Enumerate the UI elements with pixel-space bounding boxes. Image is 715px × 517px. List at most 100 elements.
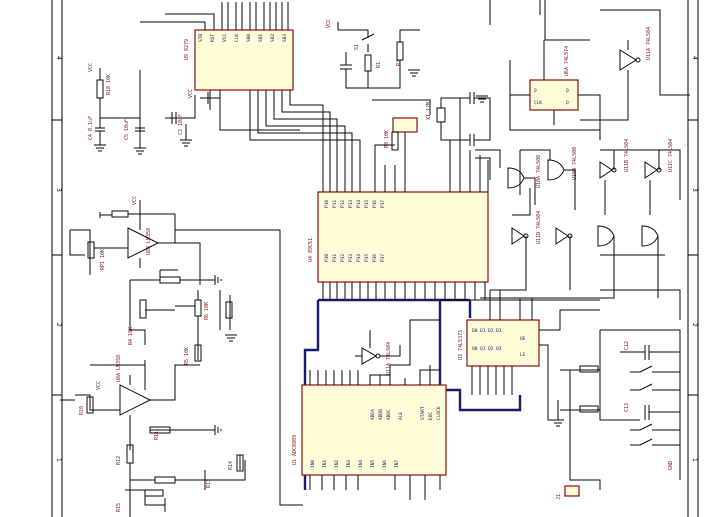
analog-to-mcu-wire <box>175 229 303 506</box>
mcu-pl-1: P11 <box>332 200 338 208</box>
c12-label: C12 <box>624 341 630 350</box>
sheet-frame: 4 3 2 1 4 3 2 1 <box>51 0 699 517</box>
latch-q2: Q2 <box>488 346 494 352</box>
disp-pin-5: SB1 <box>258 34 264 42</box>
mcu-pl-3: P13 <box>348 200 354 208</box>
power-decoupling: VCC R18 10K C4 0.1uF C5 10uF C3 10uF VCC <box>88 63 220 155</box>
r3-label: R3 10K <box>384 130 390 148</box>
latch-q3: Q3 <box>496 346 502 352</box>
adc-pin-1: IN1 <box>322 460 328 468</box>
latch-d0: D0 <box>472 328 478 334</box>
reset-circuit: VCC S1 R1 R2 R3 10K <box>326 19 431 165</box>
disp-pin-6: SB2 <box>270 34 276 42</box>
adc-pin-0: IN0 <box>310 460 316 468</box>
ff-pin-clk: CLK <box>534 100 542 106</box>
adc-pin-addc: ADDC <box>386 409 392 420</box>
latch-d1: D1 <box>480 328 486 334</box>
opamp1-name: U8B LM358 <box>146 228 152 255</box>
adc-pin-7: IN7 <box>394 460 400 468</box>
disp-pin-0: STB <box>198 34 204 42</box>
ff-pin-q: Q <box>566 88 569 94</box>
r6-label: R6 10K <box>204 302 210 320</box>
switch-cap-block: C12 C13 J1 GND <box>552 329 681 500</box>
crystal-oscillator: X1 12M <box>426 92 491 192</box>
crystal-name: X1 12M <box>426 102 432 120</box>
c13-label: C13 <box>624 403 630 412</box>
adc-pin-clock: CLOCK <box>436 406 442 420</box>
r10-label: R10 <box>79 406 85 415</box>
mcu-pr-1: P31 <box>332 254 338 262</box>
mcu-pr-0: P30 <box>324 254 330 262</box>
inv2-label: U11B 74LS04 <box>624 139 630 172</box>
flipflop-name: U6A 74LS74 <box>564 46 570 76</box>
r13-label: R13 <box>206 479 212 488</box>
opamp2-name: U8A LM358 <box>116 355 122 382</box>
zone-right-2: 2 <box>691 323 698 327</box>
mcu-block: U4 89C51 P10 P11 P12 P13 P14 P15 P16 P17… <box>308 150 489 300</box>
latch-oe: OE <box>520 336 526 342</box>
r11-label: R11 <box>154 431 160 440</box>
disp-pin-7: SB3 <box>282 34 288 42</box>
vcc-label-left: VCC <box>88 63 94 72</box>
latch-q0: Q0 <box>472 346 478 352</box>
latch-q1: Q1 <box>480 346 486 352</box>
disp-pin-3: CLK <box>234 34 240 42</box>
disp-pin-4: SB0 <box>246 34 252 42</box>
latch-le: LE <box>520 352 526 358</box>
mcu-pl-5: P15 <box>364 200 370 208</box>
disp-pin-1: RST <box>210 34 216 42</box>
r12-label: R12 <box>116 456 122 465</box>
zone-right-3: 3 <box>691 188 698 192</box>
mcu-pr-5: P35 <box>364 254 370 262</box>
ff-pin-qn: Q <box>566 100 569 106</box>
adc-inverter: U11A 74LS04 <box>355 330 401 375</box>
r1-label: R1 <box>376 62 382 68</box>
latch-name: U3 74LS373 <box>458 330 464 360</box>
vcc-label-mid: VCC <box>188 89 194 98</box>
r15-label: R15 <box>116 503 122 512</box>
r-top-label: R18 10K <box>106 74 112 95</box>
adc-name: U1 ADC0809 <box>292 435 298 465</box>
out-label: J1 <box>556 494 562 500</box>
nand2-label: U10B 74LS00 <box>572 147 578 180</box>
zone-left-3: 3 <box>55 188 62 192</box>
zone-left-2: 2 <box>55 323 62 327</box>
top-right-wires <box>440 0 681 320</box>
mcu-pr-4: P34 <box>356 254 362 262</box>
disp-pin-2: VCC <box>222 34 228 42</box>
c-cap-label: C3 10uF <box>178 114 184 135</box>
address-bus <box>438 300 522 412</box>
mcu-pl-2: P12 <box>340 200 346 208</box>
mcu-pl-0: P10 <box>324 200 330 208</box>
r4-label: R4 10K <box>128 327 134 345</box>
adc-pin-6: IN6 <box>382 460 388 468</box>
c-el-label: C5 10uF <box>124 119 130 140</box>
latch-d2: D2 <box>488 328 494 334</box>
vcc-op2: VCC <box>96 381 102 390</box>
zone-left-1: 1 <box>55 458 62 462</box>
r5-label: R5 10K <box>184 347 190 365</box>
rpot-label: RP1 10K <box>100 249 106 270</box>
adc-pin-3: IN3 <box>346 460 352 468</box>
mcu-pr-3: P33 <box>348 254 354 262</box>
inv-adc-label: U11A 74LS04 <box>386 342 392 375</box>
flipflop-block: U6A 74LS74 D CLK Q Q U11A 74LS04 <box>509 0 690 140</box>
zone-left-4: 4 <box>55 56 62 60</box>
adc-pin-4: IN4 <box>358 460 364 468</box>
mcu-pl-7: P17 <box>380 200 386 208</box>
adc-pin-ale: ALE <box>398 412 404 420</box>
display-top-bus <box>140 2 361 165</box>
mcu-pl-6: P16 <box>372 200 378 208</box>
mcu-pr-2: P32 <box>340 254 346 262</box>
opamp2-block: U8A LM358 VCC R10 R11 R12 R13 R14 R15 <box>60 355 246 517</box>
inv4-label: U11D 74LS04 <box>536 211 542 244</box>
gnd-label: GND <box>668 461 674 470</box>
r2-label: R2 <box>396 60 402 66</box>
mcu-pr-6: P36 <box>372 254 378 262</box>
opamp1-block: U8B LM358 VCC RP1 10K R4 10K R5 10K R6 1… <box>69 196 237 390</box>
c-top-label: C4 0.1uF <box>88 116 94 140</box>
ff-pin-d: D <box>534 88 537 94</box>
mcu-name: U4 89C51 <box>308 238 314 262</box>
adc-block: U1 ADC0809 IN0 IN1 IN2 IN3 IN4 IN5 IN6 I… <box>292 319 447 500</box>
